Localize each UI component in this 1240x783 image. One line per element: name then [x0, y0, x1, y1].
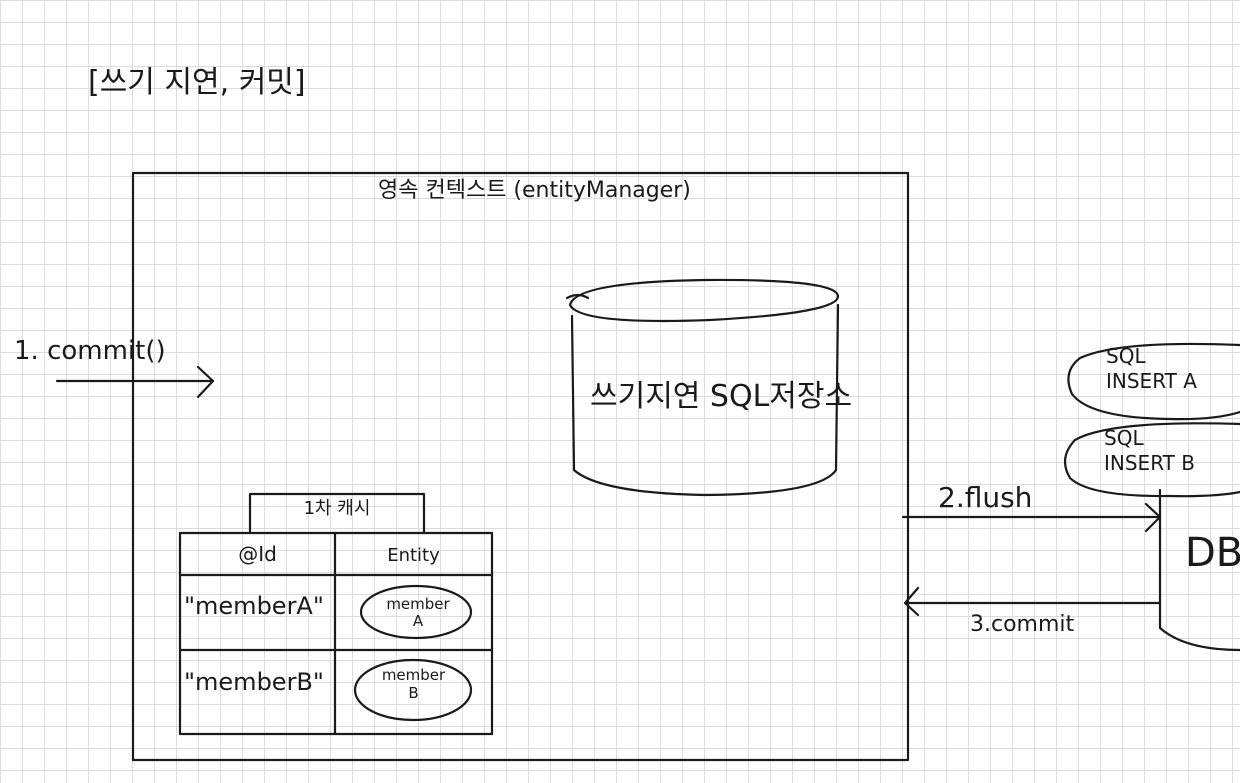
sql-insert-b-line2: INSERT B: [1104, 451, 1195, 475]
cache-column-id: @Id: [238, 542, 277, 566]
persistence-context-title: 영속 컨텍스트 (entityManager): [378, 178, 691, 203]
db-cylinder: [1158, 488, 1240, 652]
first-level-cache-table: [178, 492, 494, 736]
sql-store-label: 쓰기지연 SQL저장소: [590, 379, 853, 414]
cache-row-a-id: "memberA": [184, 592, 324, 620]
db-label: DB: [1185, 530, 1240, 576]
cache-column-entity: Entity: [387, 545, 440, 566]
sql-oval-insert-a: [1067, 342, 1240, 421]
entity-oval-a: [359, 584, 473, 640]
flush-label: 2.flush: [938, 481, 1033, 514]
commit-request-label: 1. commit(): [14, 336, 166, 366]
commit-db-arrow: [903, 586, 1162, 617]
persistence-context-box: [131, 171, 910, 762]
entity-a-line1: member: [386, 595, 450, 613]
commit-request-arrow: [55, 365, 215, 399]
cache-row-b-entity: member B: [357, 666, 470, 702]
sql-insert-a-line2: INSERT A: [1106, 369, 1197, 393]
entity-b-line2: B: [408, 684, 419, 702]
entity-oval-b: [353, 658, 473, 722]
sql-insert-b-line1: SQL: [1104, 426, 1144, 450]
sql-store-cylinder: [565, 278, 840, 497]
sql-insert-a: SQL INSERT A: [1106, 344, 1197, 394]
cache-row-a-entity: member A: [365, 596, 471, 629]
sql-oval-insert-b: [1063, 422, 1240, 498]
commit-db-label: 3.commit: [970, 612, 1075, 637]
sql-insert-a-line1: SQL: [1106, 344, 1146, 368]
sql-insert-b: SQL INSERT B: [1104, 426, 1195, 476]
cache-row-b-id: "memberB": [184, 668, 324, 696]
entity-a-line2: A: [412, 611, 424, 630]
page-title: [쓰기 지연, 커밋]: [88, 65, 306, 100]
entity-b-line1: member: [381, 666, 446, 684]
first-level-cache-title: 1차 캐시: [303, 498, 371, 519]
